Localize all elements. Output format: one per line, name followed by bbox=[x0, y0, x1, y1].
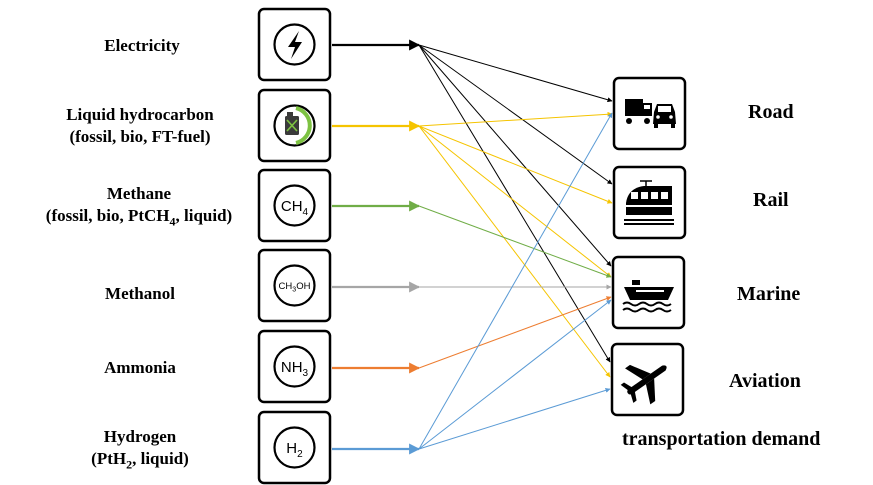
mode-label-road: Road bbox=[748, 101, 794, 123]
ship-icon bbox=[622, 280, 674, 313]
links-layer bbox=[332, 39, 613, 455]
liquid-hydrocarbon-to-aviation-arrow bbox=[418, 125, 611, 378]
train-icon bbox=[624, 180, 674, 225]
fuel-box-liquid-hydrocarbon bbox=[257, 88, 332, 163]
mode-label-marine: Marine bbox=[737, 283, 801, 305]
transportation-demand-label: transportation demand bbox=[622, 428, 821, 450]
fuel-box-methanol: CH3OH bbox=[257, 248, 332, 323]
lightning-bolt-icon bbox=[288, 31, 302, 59]
electricity-to-rail-arrow bbox=[418, 44, 613, 185]
fuel-label-methane: Methane (fossil, bio, PtCH4, liquid) bbox=[45, 184, 233, 229]
liquid-hydrocarbon-to-road-arrow bbox=[418, 111, 613, 127]
hydrogen-to-road-arrow bbox=[418, 112, 613, 450]
mode-label-rail: Rail bbox=[753, 189, 789, 211]
fuel-can-icon bbox=[285, 106, 312, 145]
mode-box-rail bbox=[612, 165, 687, 240]
fuel-label-liquid-hydrocarbon: Liquid hydrocarbon (fossil, bio, FT-fuel… bbox=[66, 105, 214, 146]
fuel-label-hydrogen: Hydrogen (PtH2, liquid) bbox=[91, 427, 189, 472]
liquid-hydrocarbon-to-marine-arrow bbox=[418, 125, 612, 278]
road-vehicles-icon bbox=[625, 99, 676, 128]
methane-to-marine-arrow bbox=[418, 205, 612, 278]
h2-icon: H2 bbox=[286, 440, 303, 460]
ch3oh-icon: CH3OH bbox=[279, 281, 311, 294]
electricity-to-road-arrow bbox=[418, 44, 613, 103]
hydrogen-to-marine-arrow bbox=[418, 299, 612, 450]
nh3-icon: NH3 bbox=[281, 359, 309, 379]
fuel-label-methanol: Methanol bbox=[105, 284, 175, 303]
fuel-box-methane: CH4 bbox=[257, 168, 332, 243]
electricity-to-marine-arrow bbox=[418, 44, 612, 267]
liquid-hydrocarbon-to-rail-arrow bbox=[418, 125, 613, 204]
hydrogen-to-aviation-arrow bbox=[418, 387, 611, 450]
fuel-label-electricity: Electricity bbox=[104, 36, 180, 55]
ch4-icon: CH4 bbox=[281, 198, 309, 218]
mode-box-road bbox=[612, 76, 687, 151]
mode-label-aviation: Aviation bbox=[729, 370, 801, 392]
fuel-box-electricity bbox=[257, 7, 332, 82]
fuel-box-hydrogen: H2 bbox=[257, 410, 332, 485]
mode-box-aviation bbox=[610, 342, 685, 417]
ammonia-to-marine-arrow bbox=[418, 296, 612, 369]
mode-box-marine bbox=[611, 255, 686, 330]
airplane-icon bbox=[620, 364, 667, 405]
fuel-box-ammonia: NH3 bbox=[257, 329, 332, 404]
fuel-label-ammonia: Ammonia bbox=[104, 358, 176, 377]
